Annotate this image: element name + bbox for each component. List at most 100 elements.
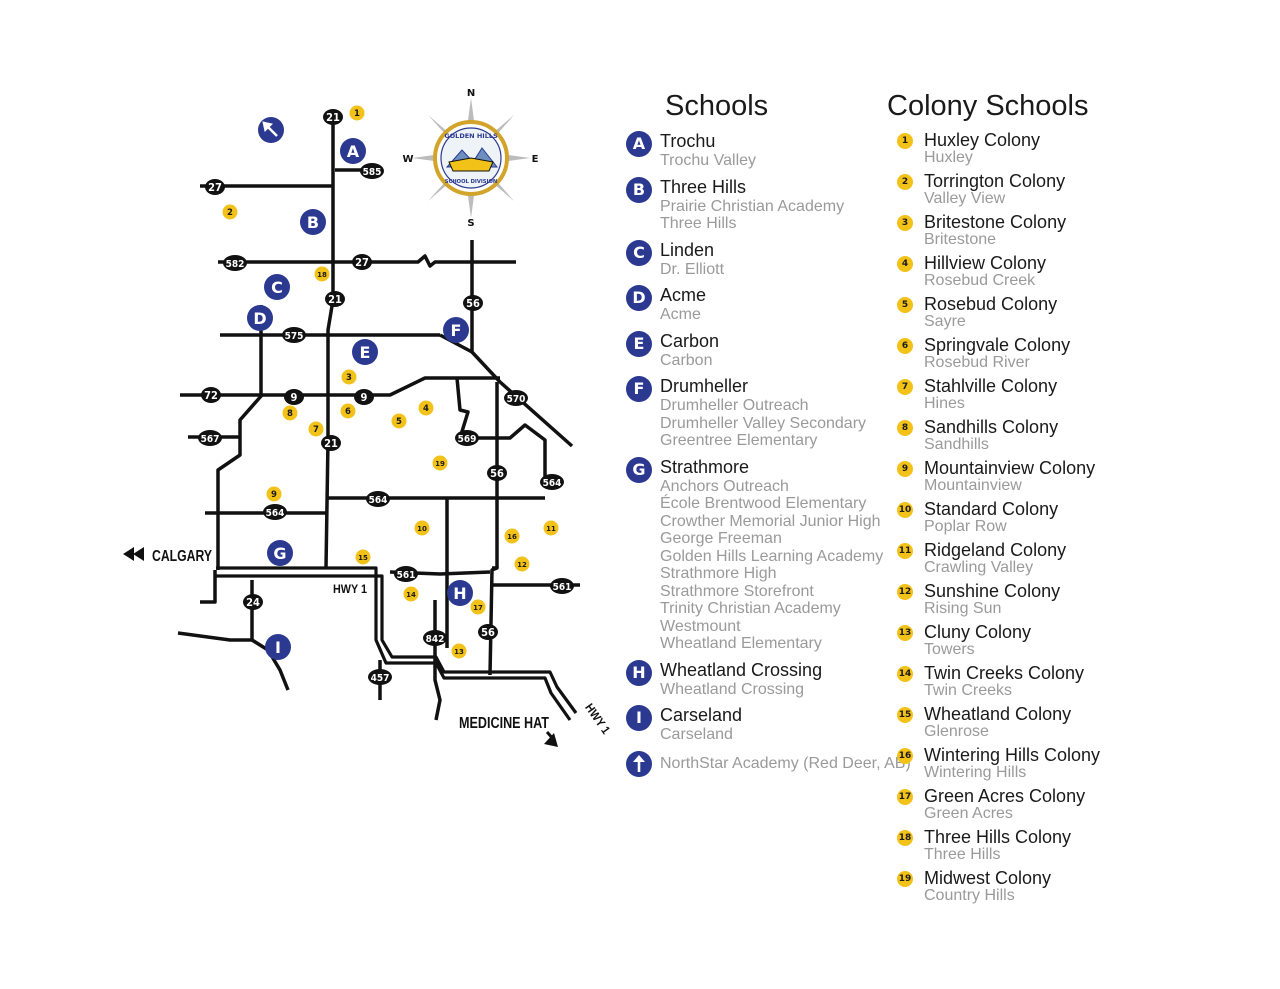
colony-location: Green Acres [924,805,1013,822]
svg-text:21: 21 [324,437,338,450]
colony-map-marker[interactable]: 2 [222,204,238,220]
colony-badge: 3 [897,215,913,231]
school-location: Strathmore High [660,565,777,582]
school-map-marker[interactable]: D [247,305,273,331]
colony-map-marker[interactable]: 4 [418,400,434,416]
colony-name: Wheatland Colony [924,704,1072,724]
svg-text:585: 585 [363,167,382,178]
colony-map-marker[interactable]: 14 [403,586,419,602]
colony-location: Britestone [924,231,997,248]
colony-map-marker[interactable]: 7 [308,421,324,437]
colony-badge: 1 [897,133,913,149]
school-map-marker[interactable]: B [300,209,326,235]
svg-text:11: 11 [546,525,556,533]
northstar-entry[interactable]: NorthStar Academy (Red Deer, AB) [626,750,911,777]
highway-marker: 24 [243,594,263,610]
colony-location: Rising Sun [924,600,1002,617]
school-map-marker[interactable]: I [265,634,291,660]
colony-map-marker[interactable]: 10 [414,520,430,536]
colony-map-marker[interactable]: 1 [349,105,365,121]
colony-map-marker[interactable]: 9 [266,486,282,502]
emblem-subtitle-text: SCHOOL DIVISION [445,179,497,185]
colony-map-marker[interactable]: 6 [340,403,356,419]
colony-badge: 13 [897,625,913,641]
colony-map-marker[interactable]: 12 [514,556,530,572]
svg-text:27: 27 [208,181,222,194]
colony-location: Country Hills [924,887,1015,904]
colony-badge: 12 [897,584,913,600]
svg-text:21: 21 [328,293,342,306]
colony-badge: 18 [897,830,913,846]
school-name: Wheatland Crossing [660,659,823,680]
compass-w: W [402,154,413,165]
svg-text:56: 56 [466,297,480,310]
colony-name: Springvale Colony [924,335,1071,355]
colony-map-marker[interactable]: 19 [432,455,448,471]
colony-map-marker[interactable]: 17 [470,599,486,615]
svg-text:3: 3 [346,373,352,383]
colony-map-marker[interactable]: 5 [391,413,407,429]
highway-marker: 582 [223,255,247,271]
colony-location: Rosebud Creek [924,272,1036,289]
highway-marker: 561 [394,566,418,582]
division-map: GOLDEN HILLS SCHOOL DIVISION N S W E CAL… [123,88,613,747]
school-map-marker[interactable]: C [264,274,290,300]
colony-location: Sandhills [924,436,989,453]
school-location: Carseland [660,726,733,743]
school-map-marker[interactable]: G [267,540,293,566]
school-map-marker[interactable]: H [447,580,473,606]
svg-text:569: 569 [458,434,477,445]
colony-map-marker[interactable]: 13 [451,643,467,659]
school-map-marker[interactable]: F [443,317,469,343]
svg-text:2: 2 [227,208,233,218]
school-map-marker[interactable]: E [352,339,378,365]
colony-map-marker[interactable]: 3 [341,369,357,385]
colony-map-marker[interactable]: 16 [504,528,520,544]
colony-map-marker[interactable]: 18 [314,266,330,282]
svg-text:56: 56 [490,467,504,480]
colony-name: Mountainview Colony [924,458,1096,478]
colony-location: Hines [924,395,965,412]
arrow-up-left-icon [262,121,278,137]
colony-map-marker[interactable]: 11 [543,520,559,536]
colony-name: Sunshine Colony [924,581,1061,601]
colony-map-marker[interactable]: 15 [355,549,371,565]
highway-marker: 56 [463,295,483,311]
colony-map-marker[interactable]: 8 [282,405,298,421]
school-map-marker[interactable]: A [340,138,366,164]
highway-marker: 564 [540,474,564,490]
colony-location: Sayre [924,313,966,330]
colony-name: Twin Creeks Colony [924,663,1085,683]
highway-marker: 842 [423,630,447,646]
highway-marker: 56 [478,624,498,640]
